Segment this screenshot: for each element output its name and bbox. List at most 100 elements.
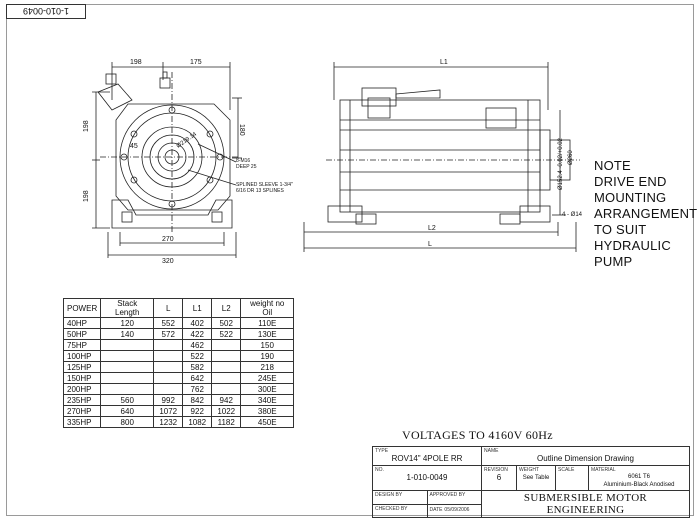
dim-L2: L2	[428, 225, 436, 232]
spec-table-cell	[211, 372, 242, 384]
spec-table-cell: 642	[182, 372, 213, 384]
spec-table-cell: 100HP	[62, 350, 102, 362]
material-value-1: 6061 T6	[628, 474, 650, 480]
hole-dim: 4 - Ø14	[562, 212, 583, 218]
note-line: ARRANGEMENT	[594, 206, 698, 221]
dim-L: L	[428, 241, 432, 248]
checked-label: CHECKED BY	[375, 505, 408, 512]
dim-198-upper: 198	[83, 120, 90, 132]
spec-table-cell	[211, 383, 242, 395]
spec-table-cell: 572	[153, 328, 184, 340]
header-power: POWER	[62, 298, 102, 318]
spec-table-cell: 270HP	[62, 405, 102, 417]
spec-table-cell: 245E	[240, 372, 295, 384]
spec-table-cell	[153, 339, 184, 351]
spec-table-cell: 522	[211, 328, 242, 340]
tap-callout: 8-M16	[236, 158, 250, 164]
spec-table-cell	[100, 361, 155, 373]
note-line: DRIVE END	[594, 174, 667, 189]
type-value: ROV14" 4POLE RR	[391, 454, 463, 463]
spec-table-cell: 640	[100, 405, 155, 417]
spec-table-cell: 1072	[153, 405, 184, 417]
spec-table-cell: 218	[240, 361, 295, 373]
spec-table-cell: 552	[153, 317, 184, 329]
material-label: MATERIAL	[591, 467, 616, 473]
spec-table-cell	[211, 339, 242, 351]
flange-small-dim: Ø152.4 -0.02/+0.02	[558, 137, 564, 190]
no-value: 1-010-0049	[406, 473, 448, 482]
spec-table-cell: 422	[182, 328, 213, 340]
flange-large-dim: Ø260	[568, 150, 574, 165]
spec-table-cell: 560	[100, 394, 155, 406]
dim-180-right: 180	[238, 124, 245, 136]
note-line: PUMP	[594, 254, 633, 269]
spec-table-cell: 402	[182, 317, 213, 329]
spec-table-cell	[100, 350, 155, 362]
name-label: NAME	[484, 448, 499, 454]
note-line: MOUNTING	[594, 190, 667, 205]
dim-198-top: 198	[130, 59, 142, 66]
spec-table-cell	[100, 383, 155, 395]
designed-label: DESIGN BY	[375, 492, 403, 498]
spec-table-cell	[153, 350, 184, 362]
spec-table-cell: 1232	[153, 416, 184, 428]
spec-table-cell: 120	[100, 317, 155, 329]
dim-175-top: 175	[190, 59, 202, 66]
revision-label: REVISION	[484, 467, 508, 473]
company-name: SUBMERSIBLE MOTOR ENGINEERING	[481, 490, 690, 518]
spec-table-cell: 40HP	[62, 317, 102, 329]
sleeve-callout: SPLINED SLEEVE 1-3/4"	[236, 182, 293, 188]
spec-table-cell	[153, 361, 184, 373]
spec-table-cell: 130E	[240, 328, 295, 340]
spec-table-cell: 50HP	[62, 328, 102, 340]
spec-table-cell: 582	[182, 361, 213, 373]
sheet-frame	[6, 4, 694, 516]
spec-table-cell: 140	[100, 328, 155, 340]
sleeve-callout-2: 6/16 DR 13 SPLINES	[236, 188, 284, 194]
spec-table-cell: 1082	[182, 416, 213, 428]
spec-table-cell: 762	[182, 383, 213, 395]
note-line: HYDRAULIC	[594, 238, 671, 253]
type-label: TYPE	[375, 448, 389, 454]
revision-value: 6	[496, 473, 502, 482]
spec-table-cell: 992	[153, 394, 184, 406]
spec-table-cell: 150HP	[62, 372, 102, 384]
note-line: TO SUIT	[594, 222, 647, 237]
spec-table-cell: 150	[240, 339, 295, 351]
spec-table-cell	[153, 372, 184, 384]
spec-table-cell: 125HP	[62, 361, 102, 373]
name-value: Outline Dimension Drawing	[537, 454, 634, 463]
spec-table-cell: 450E	[240, 416, 295, 428]
spec-table-cell	[211, 361, 242, 373]
material-value-2: Aluminium-Black Anodised	[603, 482, 675, 488]
spec-table-cell: 235HP	[62, 394, 102, 406]
drive-end-note: NOTE DRIVE END MOUNTING ARRANGEMENT TO S…	[594, 158, 697, 270]
dim-320: 320	[162, 258, 174, 265]
spec-table-cell: 1022	[211, 405, 242, 417]
spec-table-cell	[211, 350, 242, 362]
spec-table-cell: 380E	[240, 405, 295, 417]
dim-198-lower: 198	[83, 190, 90, 202]
spec-table: POWER Stack Length L L1 L2 weight no Oil…	[62, 298, 295, 428]
date-value: 05/09/2006	[444, 506, 470, 513]
spec-table-cell: 300E	[240, 383, 295, 395]
spec-table-cell: 922	[182, 405, 213, 417]
header-stack-length: Stack Length	[100, 298, 155, 318]
spec-table-cell: 942	[211, 394, 242, 406]
spec-table-cell	[100, 372, 155, 384]
voltages-note: VOLTAGES TO 4160V 60Hz	[402, 428, 553, 442]
header-l1: L1	[182, 298, 213, 318]
scale-label: SCALE	[558, 467, 575, 473]
spec-table-cell: 522	[182, 350, 213, 362]
spec-table-cell: 1182	[211, 416, 242, 428]
spec-table-cell: 340E	[240, 394, 295, 406]
weight-label: WEIGHT	[519, 467, 539, 473]
